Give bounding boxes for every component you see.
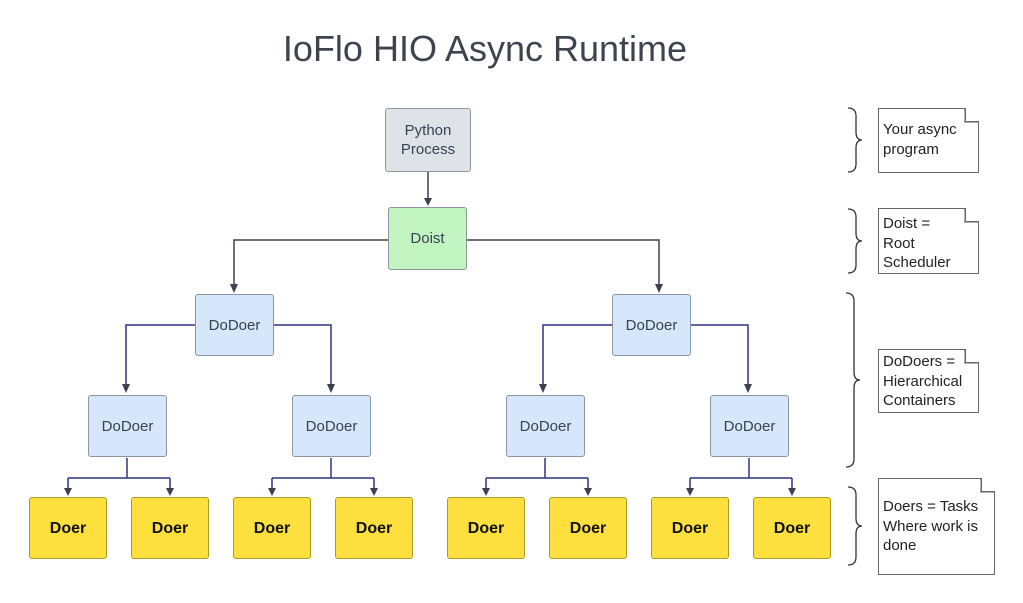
dodoer-label: DoDoer: [305, 417, 358, 435]
brace-4: [847, 486, 863, 566]
dodoer-node-1: DoDoer: [88, 395, 167, 457]
note-text: Doers = Tasks Where work is done: [883, 498, 979, 554]
edge-dodoer-1-doers: [67, 458, 171, 488]
edge-dodoer-3-doers: [485, 458, 589, 488]
note-text: Your async program: [883, 121, 957, 158]
doer-label: Doer: [467, 519, 505, 537]
edge-dodoer-2-doers: [271, 458, 375, 488]
doer-label: Doer: [49, 519, 87, 537]
dodoer-node-right: DoDoer: [612, 294, 691, 356]
doist-node: Doist: [388, 207, 467, 270]
doer-label: Doer: [151, 519, 189, 537]
brace-2: [847, 208, 863, 274]
doer-node-6: Doer: [549, 497, 627, 559]
note-doers-tasks: Doers = Tasks Where work is done: [878, 478, 995, 575]
note-text: Doist = Root Scheduler: [883, 215, 951, 271]
dodoer-label: DoDoer: [101, 417, 154, 435]
doer-node-2: Doer: [131, 497, 209, 559]
edge-dodoer-4-doers: [689, 458, 793, 488]
doer-node-7: Doer: [651, 497, 729, 559]
note-doist-root-scheduler: Doist = Root Scheduler: [878, 208, 979, 274]
doer-node-5: Doer: [447, 497, 525, 559]
dodoer-node-4: DoDoer: [710, 395, 789, 457]
note-dodoers-hierarchical-containers: DoDoers = Hierarchical Containers: [878, 349, 979, 413]
doer-node-4: Doer: [335, 497, 413, 559]
edge-doist-dodoer-left: [233, 239, 388, 286]
doer-node-3: Doer: [233, 497, 311, 559]
dodoer-node-2: DoDoer: [292, 395, 371, 457]
dodoer-node-left: DoDoer: [195, 294, 274, 356]
edge-doist-dodoer-right: [467, 239, 660, 286]
doer-node-1: Doer: [29, 497, 107, 559]
edge-dodoer-r-branch: [542, 324, 749, 385]
doer-label: Doer: [671, 519, 709, 537]
note-fold-icon: [964, 349, 979, 364]
dodoer-label: DoDoer: [723, 417, 776, 435]
doer-node-8: Doer: [753, 497, 831, 559]
doer-label: Doer: [355, 519, 393, 537]
note-fold-icon: [964, 208, 979, 223]
python-process-node: Python Process: [385, 108, 471, 172]
python-process-label: Python Process: [400, 122, 456, 158]
dodoer-label: DoDoer: [208, 316, 261, 334]
note-your-async-program: Your async program: [878, 108, 979, 173]
edge-dodoer-l-branch: [125, 324, 332, 385]
note-text: DoDoers = Hierarchical Containers: [883, 353, 963, 409]
brace-1: [847, 107, 863, 173]
dodoer-label: DoDoer: [519, 417, 572, 435]
doer-label: Doer: [253, 519, 291, 537]
note-fold-icon: [964, 108, 979, 123]
note-fold-icon: [980, 478, 995, 493]
doer-label: Doer: [773, 519, 811, 537]
doist-label: Doist: [410, 230, 445, 247]
brace-3: [845, 292, 861, 468]
doer-label: Doer: [569, 519, 607, 537]
dodoer-node-3: DoDoer: [506, 395, 585, 457]
dodoer-label: DoDoer: [625, 316, 678, 334]
diagram-title: IoFlo HIO Async Runtime: [282, 28, 688, 69]
